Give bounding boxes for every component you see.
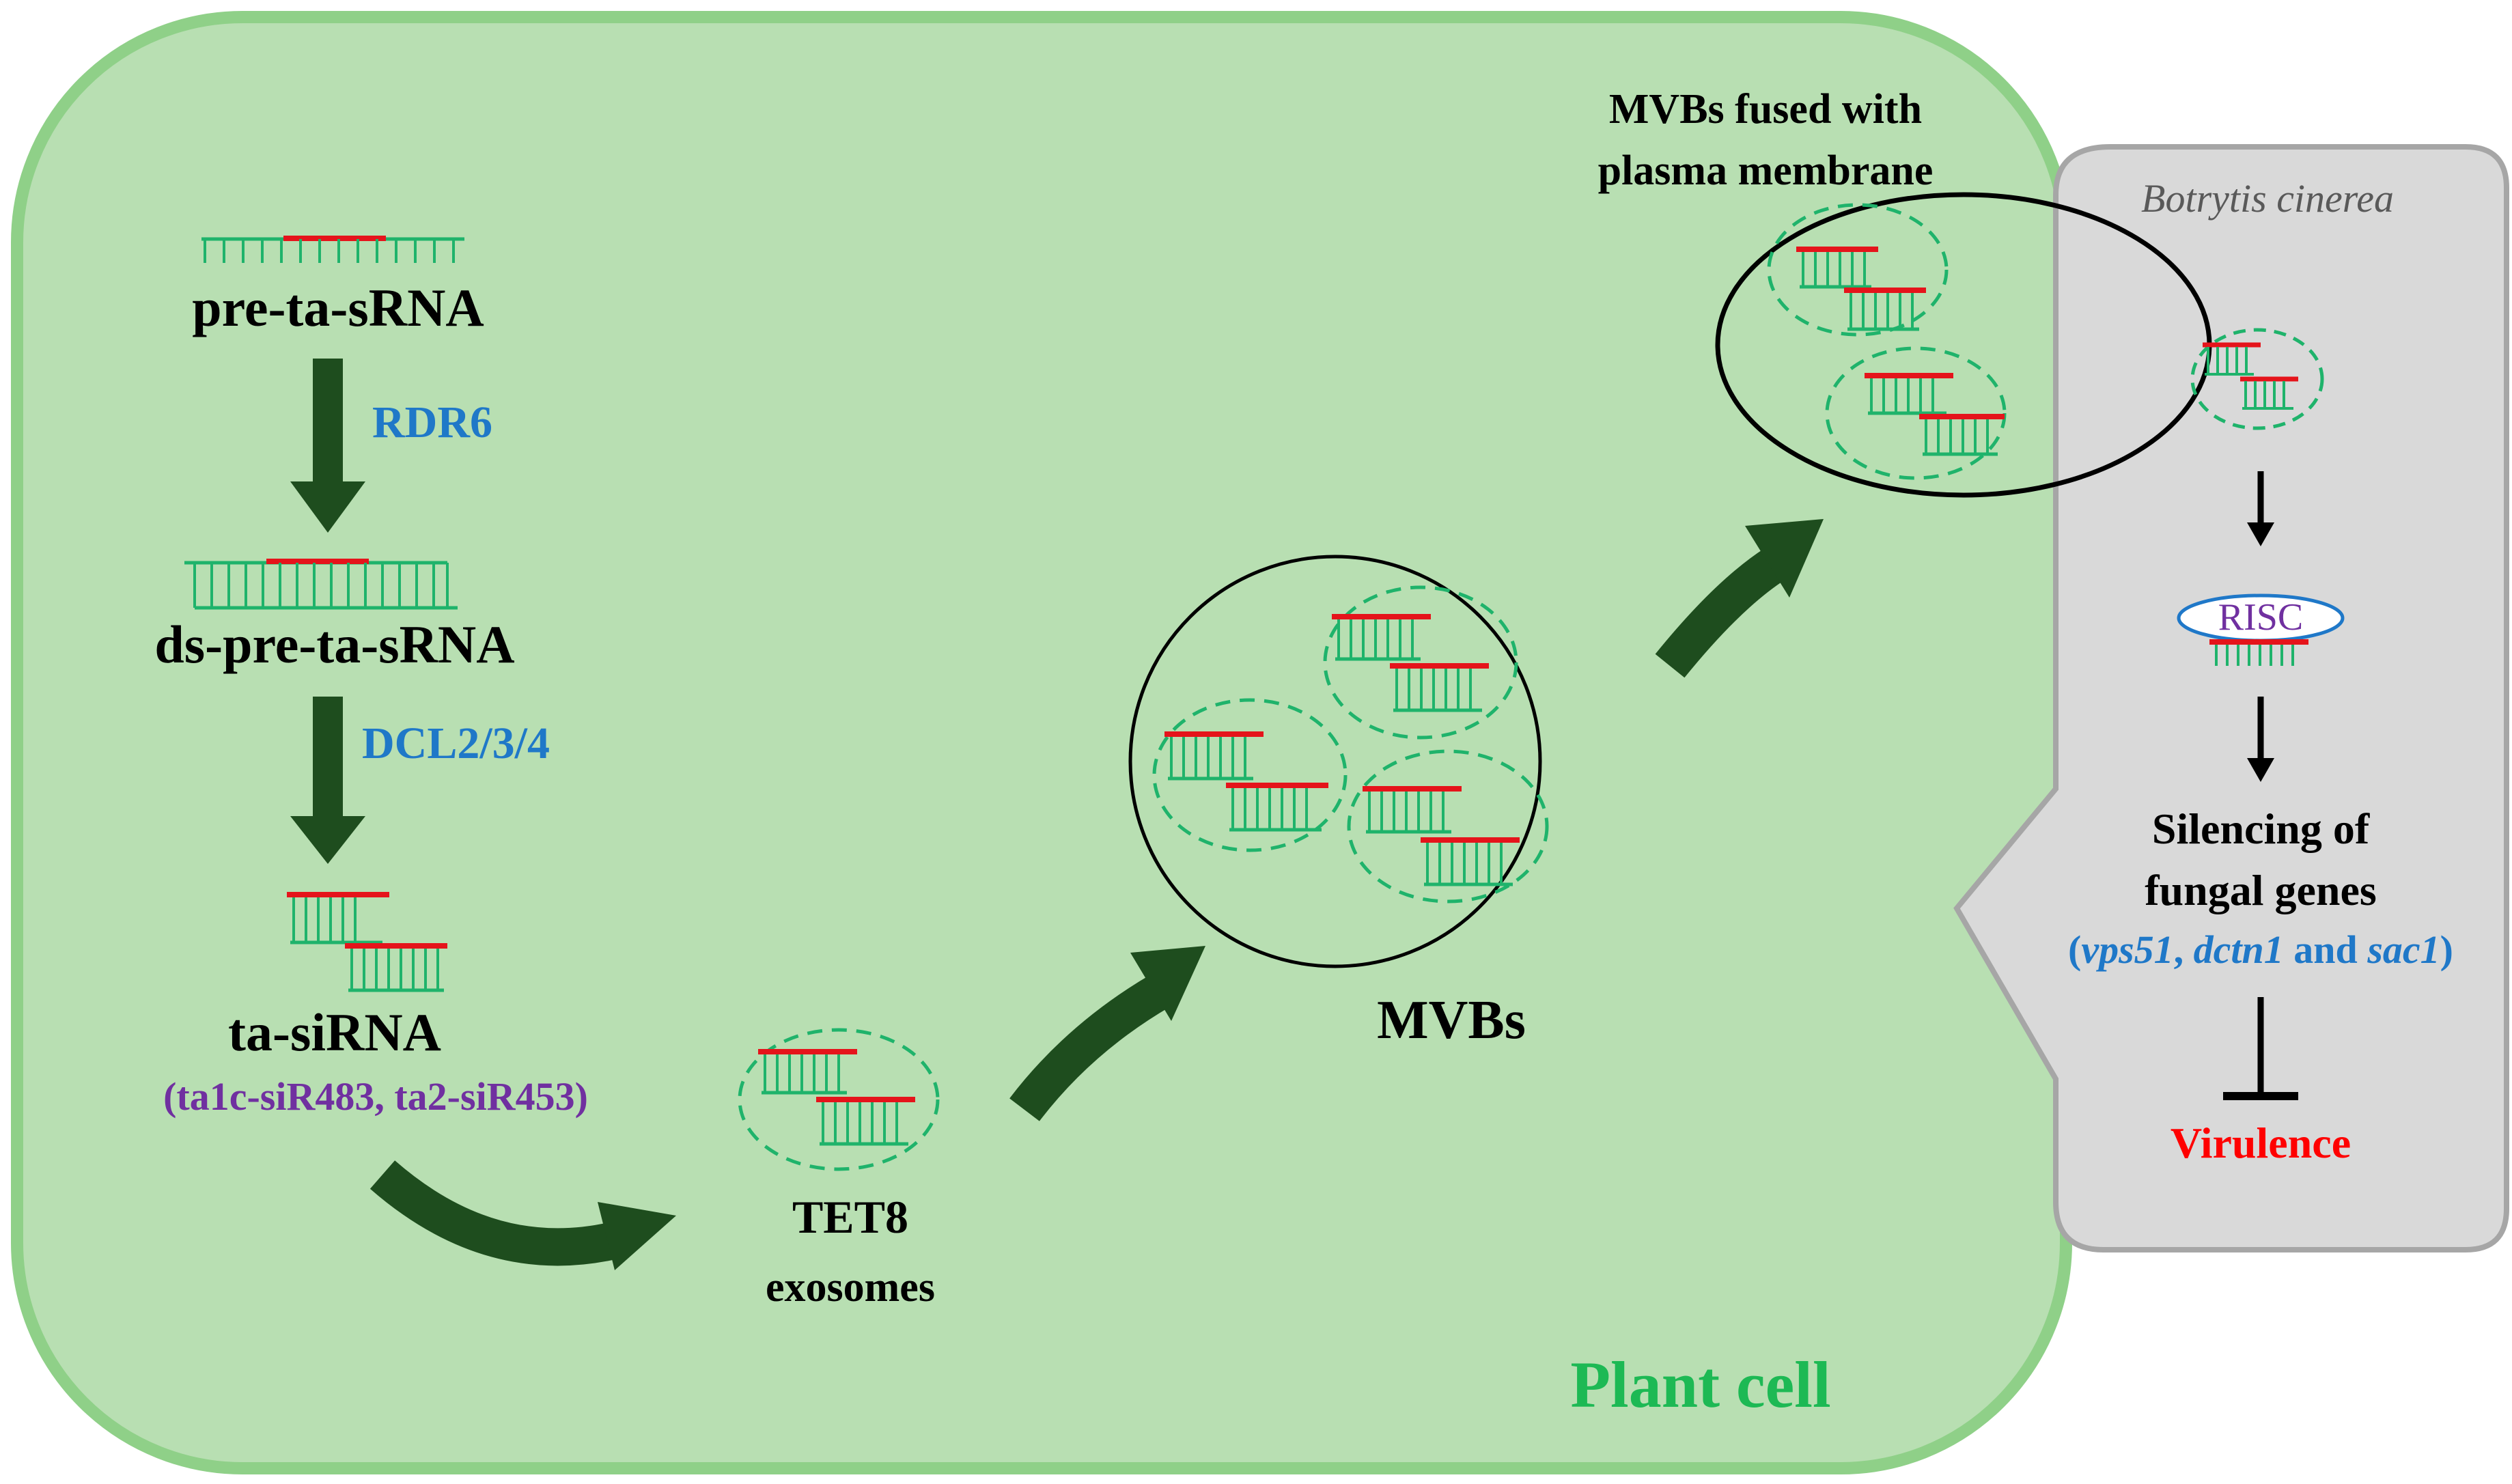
arrow-to-mvbs xyxy=(1009,946,1205,1121)
exosomes-label: exosomes xyxy=(766,1264,935,1311)
ta-sirna-duplexes xyxy=(287,892,447,992)
risc-label: RISC xyxy=(2218,596,2304,639)
ds-pre-ta-srna-strand xyxy=(184,559,458,610)
tet8-label: TET8 xyxy=(792,1191,908,1243)
botrytis-label: Botrytis cinerea xyxy=(2141,176,2394,221)
fungal-vesicle xyxy=(2190,328,2324,430)
gene-paren-open: ( xyxy=(2068,927,2081,972)
dcl-arrow xyxy=(290,697,365,864)
pre-ta-srna-label: pre-ta-sRNA xyxy=(192,278,484,337)
fungus-arrow-1 xyxy=(2247,471,2274,546)
curved-arrow-to-exosome xyxy=(369,1160,676,1270)
risc-complex xyxy=(2177,593,2345,666)
gene-and: and xyxy=(2284,927,2368,972)
fungal-gene-list: (vps51, dctn1 and sac1) xyxy=(2068,927,2453,972)
rdr6-label: RDR6 xyxy=(372,397,492,447)
mvb-cluster xyxy=(1128,555,1549,968)
silencing-line1: Silencing of xyxy=(2152,804,2370,853)
ta-sirna-label: ta-siRNA xyxy=(228,1003,441,1062)
silencing-line2: fungal genes xyxy=(2145,866,2377,914)
virulence-label: Virulence xyxy=(2171,1119,2351,1167)
gene-dctn1: dctn1 xyxy=(2194,927,2284,972)
plant-cell-label: Plant cell xyxy=(1570,1348,1830,1421)
ds-pre-ta-srna-label: ds-pre-ta-sRNA xyxy=(154,615,514,674)
dcl-label: DCL2/3/4 xyxy=(362,718,550,768)
gene-comma: , xyxy=(2174,927,2194,972)
gene-sac1: sac1 xyxy=(2367,927,2440,972)
mvbs-fused-label-line1: MVBs fused with xyxy=(1609,86,1922,132)
mvbs-fused-label-line2: plasma membrane xyxy=(1598,148,1934,194)
gene-paren-close: ) xyxy=(2440,927,2453,972)
inhibition-symbol xyxy=(2223,997,2298,1100)
tet8-exosome xyxy=(738,1028,940,1171)
fungus-body xyxy=(1953,144,2509,1252)
arrow-to-fused-mvb xyxy=(1655,519,1824,678)
fungus-arrow-2 xyxy=(2247,697,2274,782)
rdr6-arrow xyxy=(290,359,365,533)
mvbs-label: MVBs xyxy=(1377,990,1526,1050)
gene-vps51: vps51 xyxy=(2081,927,2173,972)
pre-ta-srna-strand xyxy=(201,236,464,263)
ta-sirna-examples: (ta1c-siR483, ta2-siR453) xyxy=(163,1074,588,1119)
